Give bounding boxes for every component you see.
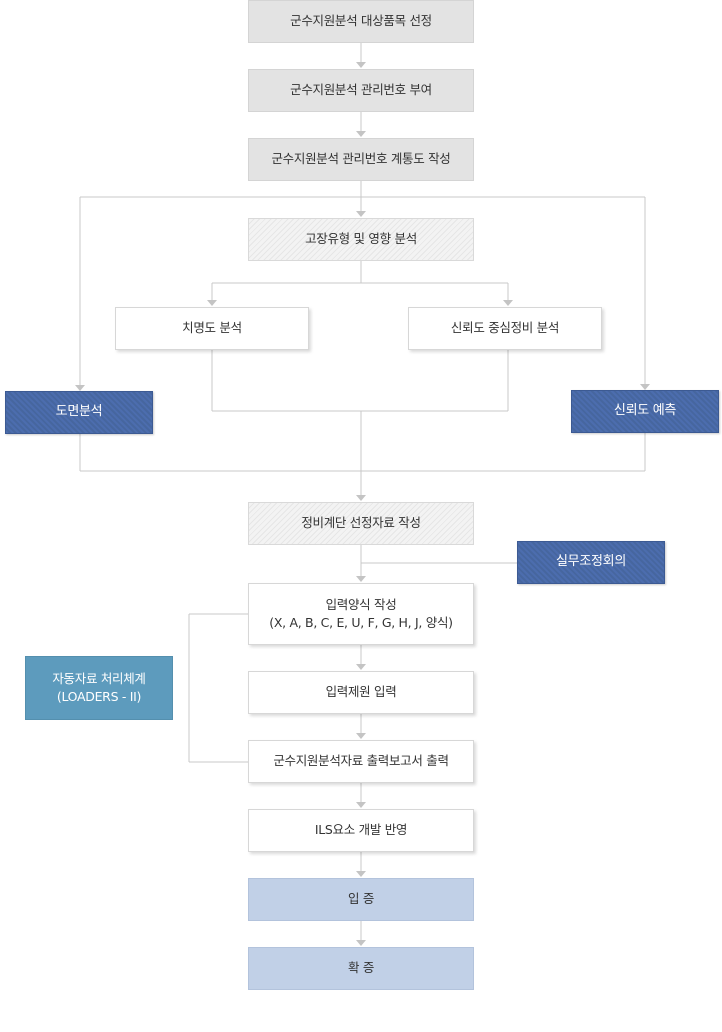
step-data-entry-label: 입력제원 입력	[325, 684, 397, 700]
step-maintenance-level: 정비계단 선정자료 작성	[248, 502, 474, 545]
side-working-meeting-label: 실무조정회의	[556, 554, 626, 570]
step-criticality: 치명도 분석	[115, 307, 309, 350]
step-input-forms: 입력양식 작성 (X, A, B, C, E, U, F, G, H, J, 양…	[248, 583, 474, 645]
step-fmea-label: 고장유형 및 영향 분석	[305, 231, 417, 247]
step-input-forms-title: 입력양식 작성	[325, 596, 397, 612]
step-rcm: 신뢰도 중심정비 분석	[408, 307, 602, 350]
step-tree-diagram-label: 군수지원분석 관리번호 계통도 작성	[271, 151, 451, 167]
side-reliability-prediction-label: 신뢰도 예측	[613, 403, 677, 419]
step-confirmation-label: 확 증	[347, 960, 375, 976]
step-ils-development-label: ILS요소 개발 반영	[314, 822, 408, 838]
step-verification: 입 증	[248, 878, 474, 921]
step-report-output-label: 군수지원분석자료 출력보고서 출력	[273, 753, 449, 769]
step-rcm-label: 신뢰도 중심정비 분석	[450, 320, 560, 336]
step-maintenance-level-label: 정비계단 선정자료 작성	[301, 515, 421, 531]
step-select-items-label: 군수지원분석 대상품목 선정	[290, 13, 432, 29]
step-assign-number-label: 군수지원분석 관리번호 부여	[290, 82, 432, 98]
step-fmea: 고장유형 및 영향 분석	[248, 218, 474, 261]
step-input-forms-detail: (X, A, B, C, E, U, F, G, H, J, 양식)	[269, 615, 453, 630]
side-auto-data-system-title: 자동자료 처리체계	[52, 670, 146, 686]
step-data-entry: 입력제원 입력	[248, 671, 474, 714]
step-ils-development: ILS요소 개발 반영	[248, 809, 474, 852]
step-report-output: 군수지원분석자료 출력보고서 출력	[248, 740, 474, 783]
step-confirmation: 확 증	[248, 947, 474, 990]
side-reliability-prediction: 신뢰도 예측	[571, 390, 719, 433]
side-drawing-analysis: 도면분석	[5, 391, 153, 434]
step-tree-diagram: 군수지원분석 관리번호 계통도 작성	[248, 138, 474, 181]
step-criticality-label: 치명도 분석	[182, 320, 242, 336]
step-verification-label: 입 증	[347, 891, 375, 907]
side-auto-data-system: 자동자료 처리체계 (LOADERS - II)	[25, 656, 173, 720]
side-drawing-analysis-label: 도면분석	[55, 404, 103, 420]
side-working-meeting: 실무조정회의	[517, 541, 665, 584]
step-select-items: 군수지원분석 대상품목 선정	[248, 0, 474, 43]
step-assign-number: 군수지원분석 관리번호 부여	[248, 69, 474, 112]
side-auto-data-system-sub: (LOADERS - II)	[56, 689, 142, 704]
